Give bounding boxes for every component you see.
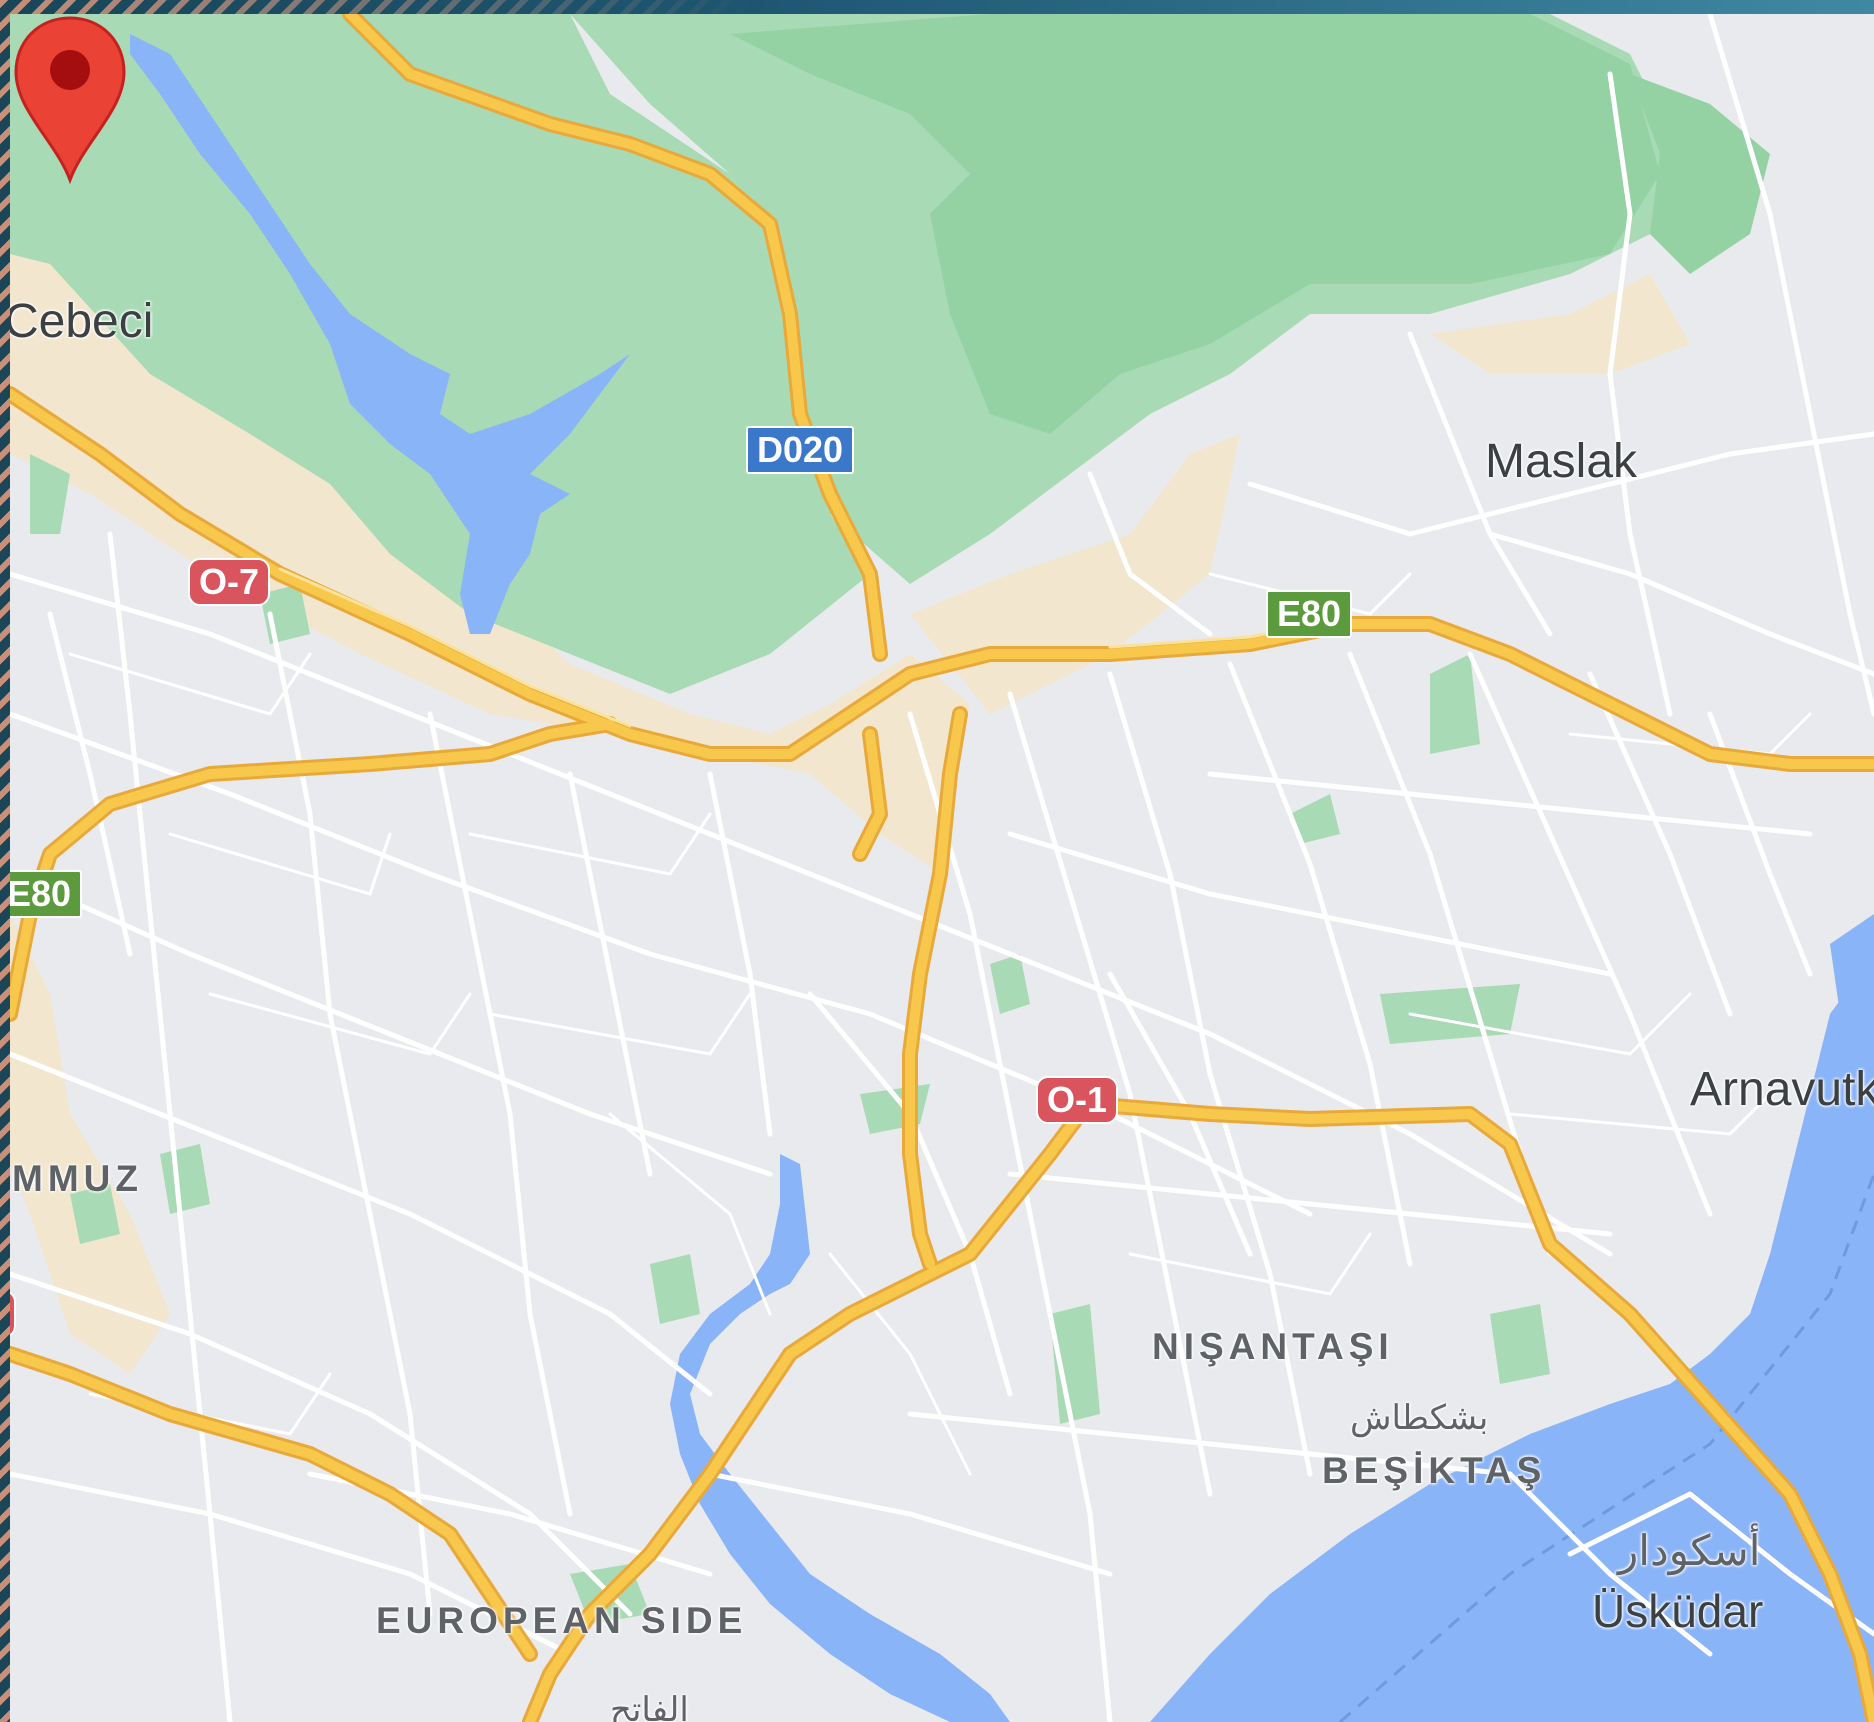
label-maslak: Maslak <box>1485 435 1638 488</box>
street-network <box>10 14 1874 1722</box>
park-small-4 <box>1290 794 1340 844</box>
label-nisantasi: NIŞANTAŞI <box>1152 1326 1394 1367</box>
sand-area-northeast <box>1430 274 1690 374</box>
forest-northeast <box>1630 74 1770 274</box>
bosphorus <box>1150 954 1874 1722</box>
bosphorus-north <box>1830 914 1874 1054</box>
label-european-side: EUROPEAN SIDE <box>376 1600 748 1641</box>
label-besiktas: BEŞİKTAŞ <box>1322 1450 1547 1491</box>
sand-area-southwest <box>10 914 170 1374</box>
park-small-12 <box>650 1254 700 1324</box>
label-arnavutkoy: Arnavutk <box>1690 1063 1874 1116</box>
park-small-9 <box>1490 1304 1550 1384</box>
forest-center-dark <box>730 14 1660 434</box>
label-bottom-arabic: الفاتح <box>610 1691 689 1722</box>
reservoir <box>130 34 630 634</box>
label-mmuz: MMUZ <box>12 1158 143 1199</box>
label-cebeci: Cebeci <box>10 295 154 348</box>
sand-area-center <box>910 434 1240 714</box>
map-graphics <box>10 14 1874 1722</box>
map-canvas[interactable]: Cebeci Maslak Arnavutk MMUZ NIŞANTAŞI بش… <box>10 14 1874 1722</box>
frame-top-glow <box>0 0 1874 14</box>
road-shield-d020: D020 <box>746 426 855 474</box>
bosphorus-ferry-line <box>1339 1173 1874 1722</box>
label-uskudar-arabic: أسكودار <box>1618 1527 1761 1574</box>
road-shield-e80-left: E80 <box>10 870 83 918</box>
map-pin-icon[interactable] <box>10 14 130 184</box>
park-small-3 <box>1430 654 1480 754</box>
golden-horn <box>670 1154 1010 1722</box>
road-shield-o1: O-1 <box>1036 1076 1119 1124</box>
road-shield-e80-right: E80 <box>1266 590 1353 638</box>
park-small-6 <box>990 954 1030 1014</box>
park-small-10 <box>70 1184 120 1244</box>
label-besiktas-arabic: بشكطاش <box>1350 1399 1489 1437</box>
park-small-1 <box>30 454 70 534</box>
park-small-8 <box>1050 1304 1100 1424</box>
road-shield-o7: O-7 <box>188 558 271 606</box>
label-uskudar: Üsküdar <box>1592 1585 1764 1637</box>
